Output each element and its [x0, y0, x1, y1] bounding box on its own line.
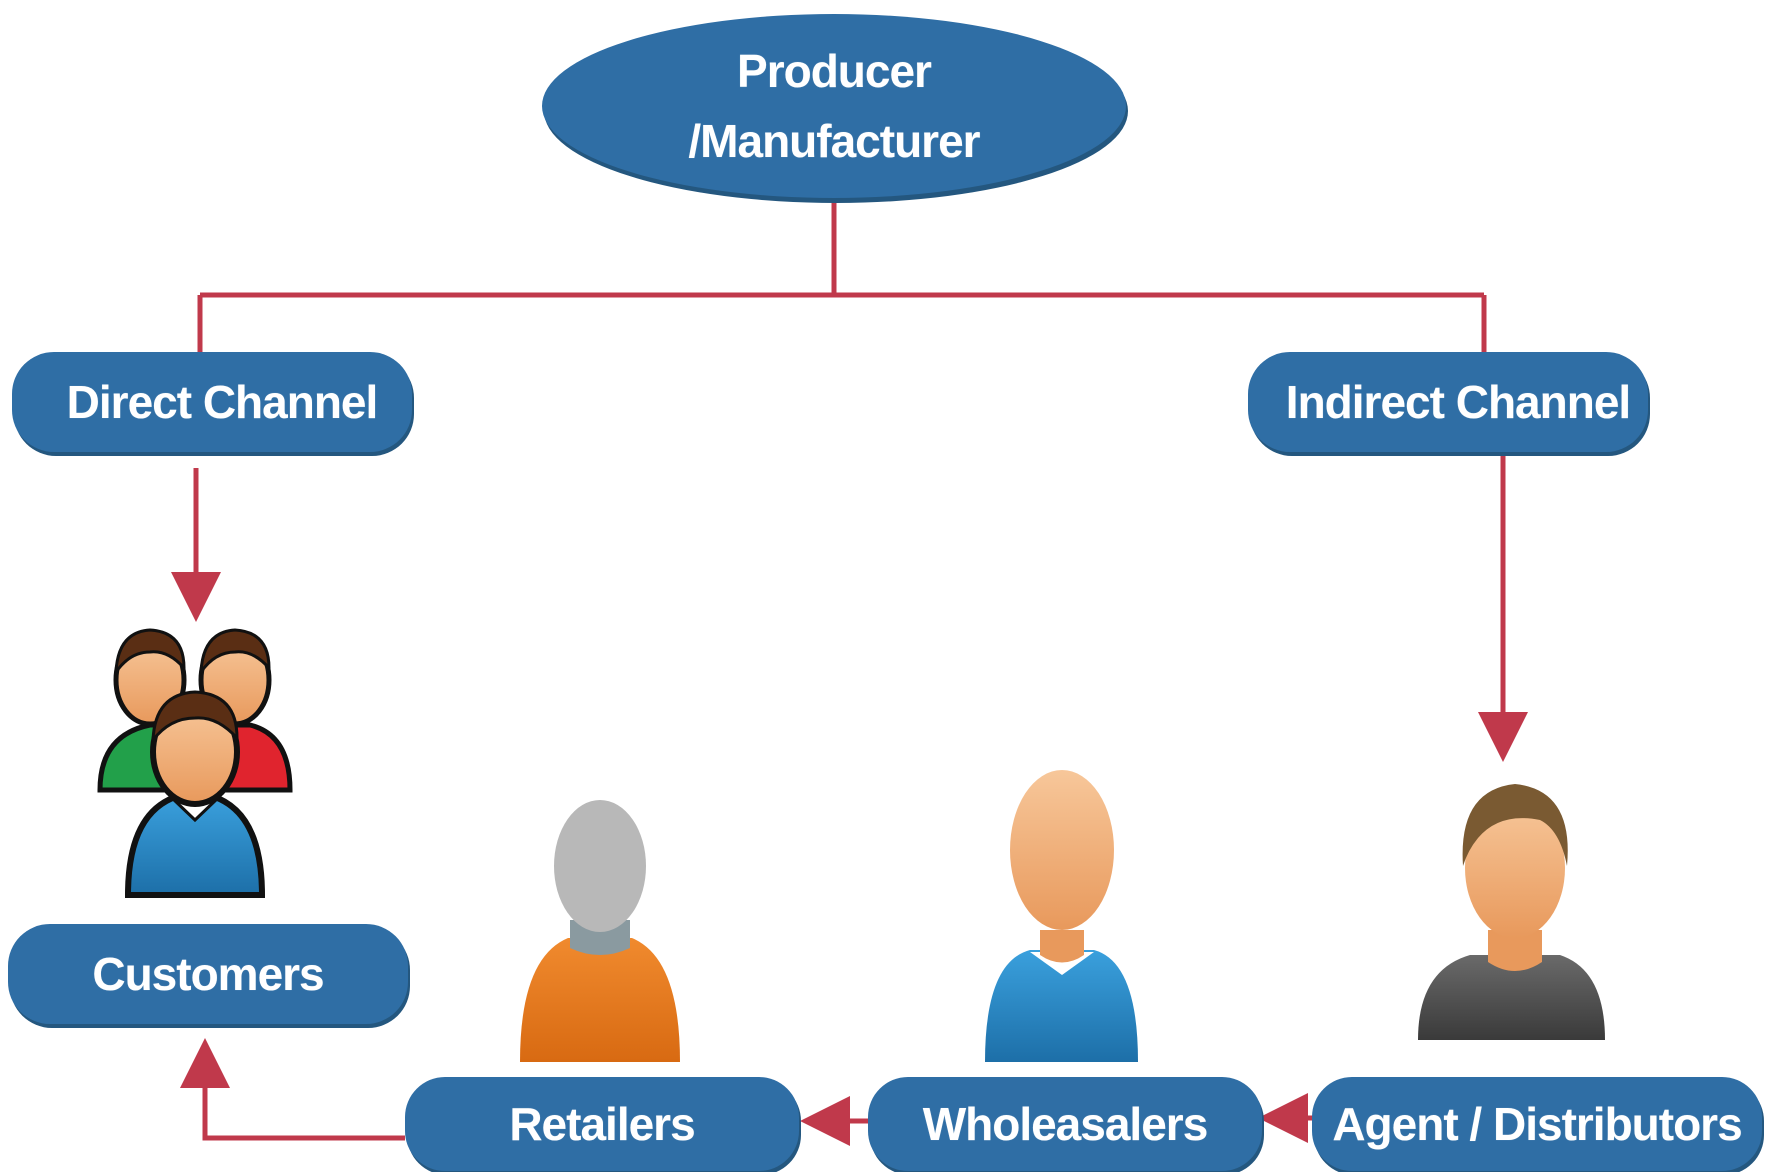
customers-node: [8, 924, 408, 1024]
customers-group-icon: [97, 628, 293, 898]
arrow-retailers-to-customers: [180, 1038, 405, 1141]
agent-distributors-node: [1312, 1077, 1762, 1171]
direct-channel-node: [12, 352, 412, 452]
agent-distributors-label: Agent / Distributors: [1332, 1098, 1742, 1150]
producer-node-label: Producer /Manufacturer: [560, 26, 1108, 186]
direct-channel-label: Direct Channel: [66, 376, 379, 428]
nodes: [8, 14, 1764, 1172]
producer-label-line2: /Manufacturer: [688, 115, 980, 167]
agent-person-icon: [1418, 784, 1605, 1040]
customers-label: Customers: [92, 948, 324, 1000]
retailers-label: Retailers: [509, 1098, 695, 1150]
retailer-person-icon: [520, 800, 680, 1062]
wholesalers-node: [868, 1077, 1262, 1171]
producer-node: [542, 14, 1126, 198]
wholesaler-person-icon: [985, 770, 1138, 1062]
indirect-channel-label: Indirect Channel: [1285, 376, 1631, 428]
producer-label-line1: Producer: [737, 45, 932, 97]
retailers-node: [405, 1077, 799, 1171]
wholesalers-label: Wholeasalers: [922, 1098, 1209, 1150]
connectors: [171, 196, 1528, 1146]
indirect-channel-node: [1248, 352, 1648, 452]
